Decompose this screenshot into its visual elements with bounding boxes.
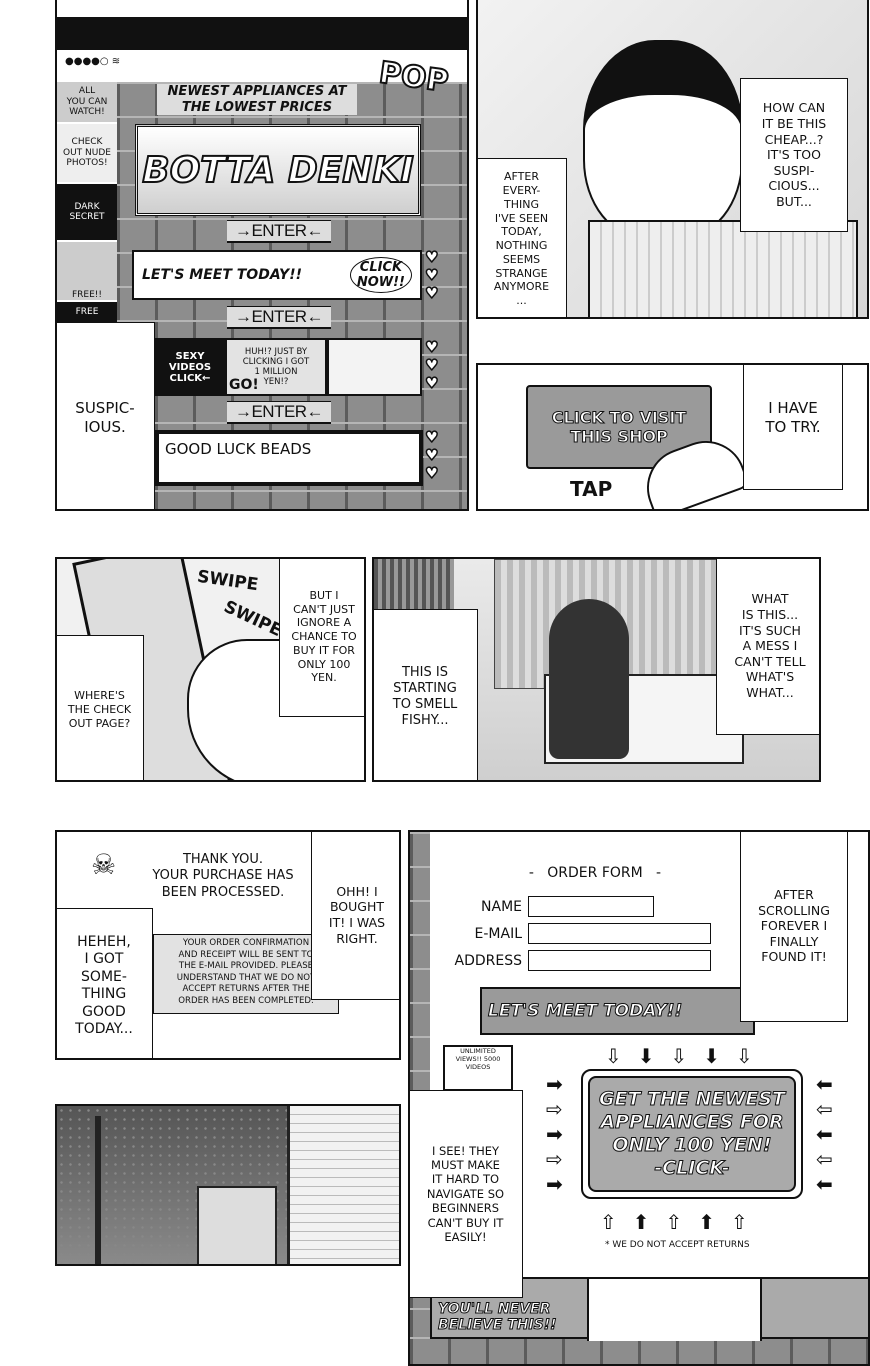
ad-unlimited-videos[interactable]: UNLIMITED VIEWS!! 5000 VIDEOS: [443, 1045, 513, 1091]
enter-link[interactable]: →ENTER←: [227, 220, 331, 243]
address-input[interactable]: [528, 950, 711, 971]
utility-pole: [95, 1116, 101, 1264]
sidebar-ad[interactable]: FREE!!: [57, 242, 117, 300]
character-shirt: [588, 220, 858, 317]
heart-icon: ♥♥♥: [424, 247, 439, 303]
order-form-panel: - ORDER FORM - NAME E-MAIL ADDRESS LET'S…: [408, 830, 870, 1366]
returns-note: * WE DO NOT ACCEPT RETURNS: [605, 1240, 750, 1250]
ad-image: [587, 1279, 762, 1341]
speech-bubble: OHH! I BOUGHT IT! I WAS RIGHT.: [311, 832, 399, 1000]
address-field-row: ADDRESS: [440, 950, 711, 971]
swipe-sfx: SWIPE: [220, 596, 285, 642]
phone-top-bar: [57, 17, 467, 50]
phone-website-panel: ●●●●○ ≋ NEWEST APPLIANCES AT THE LOWEST …: [55, 0, 469, 511]
confirmation-notice: YOUR ORDER CONFIRMATION AND RECEIPT WILL…: [153, 934, 339, 1014]
order-form-title: - ORDER FORM -: [528, 865, 662, 881]
speech-bubble: BUT I CAN'T JUST IGNORE A CHANCE TO BUY …: [279, 559, 364, 717]
speech-bubble: I HAVE TO TRY.: [743, 365, 843, 490]
enter-link[interactable]: →ENTER←: [227, 401, 331, 424]
building: [197, 1186, 277, 1264]
swipe-panel: SWIPE SWIPE WHERE'S THE CHECK OUT PAGE? …: [55, 557, 366, 782]
speech-bubble: HEHEH, I GOT SOME- THING GOOD TODAY...: [57, 908, 153, 1058]
name-field-row: NAME: [440, 896, 711, 917]
speech-bubble: SUSPIC- IOUS.: [57, 322, 155, 509]
speech-bubble: THIS IS STARTING TO SMELL FISHY...: [374, 609, 478, 780]
heart-icon: ♥♥♥: [424, 337, 439, 393]
ad-lets-meet[interactable]: LET'S MEET TODAY!!: [480, 987, 755, 1035]
go-text: GO!: [229, 377, 259, 393]
speech-bubble: WHERE'S THE CHECK OUT PAGE?: [57, 635, 144, 780]
face-panel: AFTER EVERY- THING I'VE SEEN TODAY, NOTH…: [476, 0, 869, 319]
tap-panel: CLICK TO VISIT THIS SHOP TAP I HAVE TO T…: [476, 363, 869, 511]
sidebar-ad[interactable]: ALL YOU CAN WATCH!: [57, 82, 117, 122]
speech-bubble: I SEE! THEY MUST MAKE IT HARD TO NAVIGAT…: [410, 1090, 523, 1298]
site-tagline: NEWEST APPLIANCES AT THE LOWEST PRICES: [157, 84, 357, 116]
up-arrows: ⇧⬆⇧⬆⇧: [600, 1210, 764, 1234]
email-input[interactable]: [528, 923, 711, 944]
ad-million-yen[interactable]: HUH!? JUST BY CLICKING I GOT 1 MILLION Y…: [225, 338, 327, 396]
ad-lets-meet[interactable]: LET'S MEET TODAY!! CLICK NOW!!: [132, 250, 422, 300]
house: [287, 1106, 399, 1264]
tap-sfx: TAP: [570, 477, 613, 501]
down-arrows: ⇩⬇⇩⬇⇩: [605, 1044, 769, 1068]
ad-good-luck-beads[interactable]: GOOD LUCK BEADS: [155, 430, 423, 486]
speech-bubble: WHAT IS THIS... IT'S SUCH A MESS I CAN'T…: [716, 559, 819, 735]
speech-bubble: AFTER SCROLLING FOREVER I FINALLY FOUND …: [740, 832, 848, 1022]
bookshelf: [374, 559, 454, 609]
order-form: NAME E-MAIL ADDRESS: [440, 890, 711, 977]
email-field-row: E-MAIL: [440, 923, 711, 944]
night-street-panel: [55, 1104, 401, 1266]
buy-cta-button[interactable]: GET THE NEWEST APPLIANCES FOR ONLY 100 Y…: [581, 1069, 803, 1199]
room-panel: THIS IS STARTING TO SMELL FISHY... WHAT …: [372, 557, 821, 782]
sidebar-ad[interactable]: CHECK OUT NUDE PHOTOS!: [57, 124, 117, 182]
sidebar-ad[interactable]: DARK SECRET: [57, 184, 117, 240]
site-background-bottom: [410, 1337, 868, 1364]
ad-sexy-videos[interactable]: SEXY VIDEOS CLICK←: [155, 338, 225, 396]
character-face: [583, 40, 743, 240]
left-arrows: ⬅⇦⬅⇦⬅: [816, 1072, 833, 1196]
right-arrows: ➡⇨➡⇨➡: [546, 1072, 563, 1196]
speech-bubble: HOW CAN IT BE THIS CHEAP...? IT'S TOO SU…: [740, 78, 848, 232]
sidebar-ad[interactable]: FREE: [57, 302, 117, 322]
enter-link[interactable]: →ENTER←: [227, 306, 331, 329]
speech-bubble: AFTER EVERY- THING I'VE SEEN TODAY, NOTH…: [478, 158, 567, 317]
skull-crossbones-icon: ☠: [91, 848, 117, 881]
signal-wifi-icon: ●●●●○ ≋: [65, 56, 121, 67]
confirmation-panel: ☠ THANK YOU. YOUR PURCHASE HAS BEEN PROC…: [55, 830, 401, 1060]
site-name-banner: BOTTA DENKI: [135, 124, 421, 216]
confirmation-title: THANK YOU. YOUR PURCHASE HAS BEEN PROCES…: [152, 852, 294, 900]
ad-pinup-image[interactable]: [327, 338, 422, 396]
seated-character: [549, 599, 629, 759]
swipe-sfx: SWIPE: [195, 566, 260, 596]
heart-icon: ♥♥♥: [424, 427, 439, 483]
name-input[interactable]: [528, 896, 654, 917]
